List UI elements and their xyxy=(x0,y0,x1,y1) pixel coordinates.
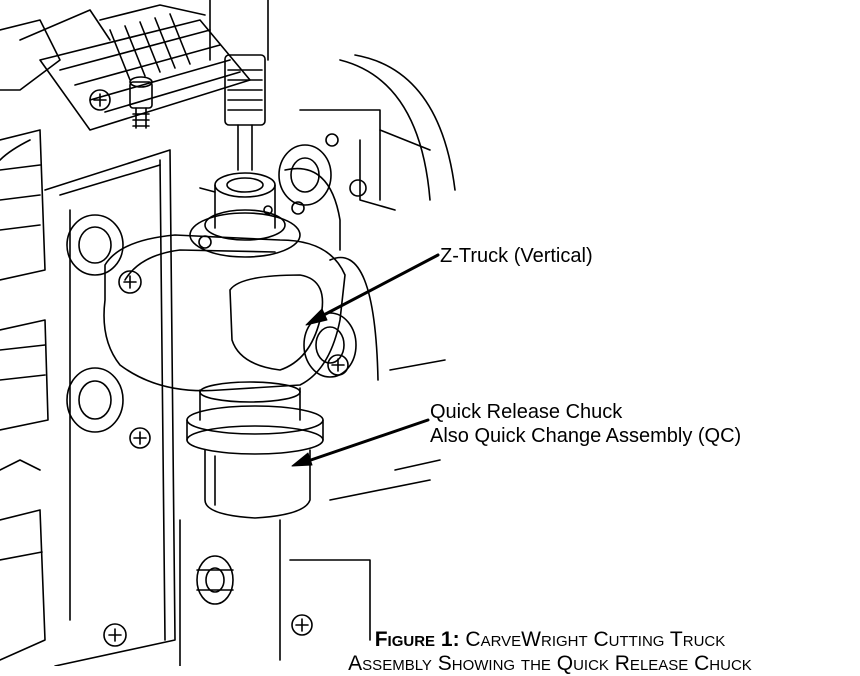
machine-frame xyxy=(0,9,111,661)
spindle-top xyxy=(189,133,367,258)
qc-arrow-line xyxy=(303,418,430,464)
lower-pulley xyxy=(103,427,371,666)
qc-arrowhead xyxy=(291,452,313,467)
figure-caption-line-1: Figure 1: CarveWright Cutting Truck xyxy=(230,628,860,652)
quick-release-chuck xyxy=(186,381,324,519)
figure-title-line-1: CarveWright Cutting Truck xyxy=(465,628,726,651)
callout-arrows xyxy=(291,253,440,467)
figure-number: Figure 1: xyxy=(374,628,460,651)
figure-title-line-2: Assembly Showing the Quick Release Chuck xyxy=(348,652,752,675)
z-truck-arrowhead xyxy=(305,308,328,326)
guide-rollers xyxy=(66,144,357,433)
right-housing xyxy=(299,54,456,501)
quick-change-assembly-label: Also Quick Change Assembly (QC) xyxy=(430,425,742,447)
figure-caption-line-2: Assembly Showing the Quick Release Chuck xyxy=(230,652,860,676)
motor-heatsink xyxy=(39,4,251,131)
z-truck-label: Z-Truck (Vertical) xyxy=(440,245,593,267)
quick-release-chuck-label: Quick Release Chuck xyxy=(430,401,623,423)
z-rod xyxy=(209,0,269,171)
top-screws xyxy=(89,76,153,129)
z-truck-arrow-line xyxy=(316,253,440,320)
